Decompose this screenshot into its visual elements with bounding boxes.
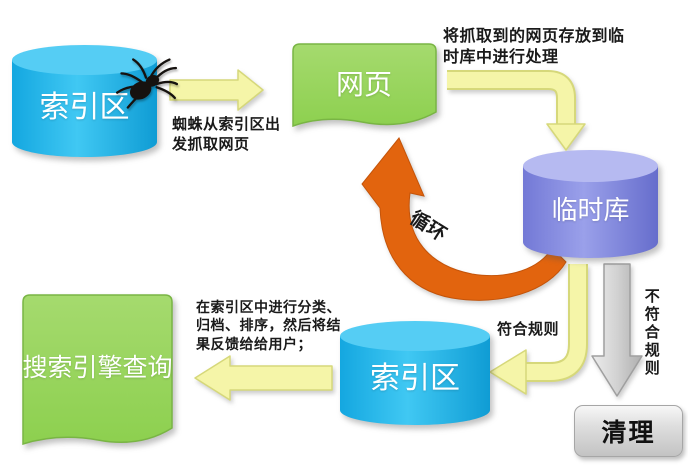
crawl-arrow — [169, 69, 264, 111]
match-rule-label: 符合规则 — [497, 321, 560, 338]
feedback-arrow — [194, 355, 333, 401]
nomatch-rule-label: 不符合规则 — [642, 288, 660, 378]
store-elbow-arrow — [447, 70, 586, 151]
webpage-shape — [292, 43, 437, 128]
spider-icon — [116, 58, 178, 109]
cleanup-label: 清理 — [601, 419, 656, 447]
crawl-caption: 蜘蛛从索引区出发抓取网页 — [172, 116, 281, 153]
temp-store-cylinder — [523, 150, 658, 258]
search-query-shape — [22, 294, 173, 446]
match-elbow-arrow — [489, 264, 588, 395]
index-top-cylinder — [12, 45, 157, 157]
cleanup-box: 清理 — [574, 405, 683, 457]
store-caption: 将抓取到的网页存放到临时库中进行处理 — [443, 28, 625, 67]
feedback-caption: 在索引区中进行分类、归档、排序，然后将结果反馈给给用户； — [196, 299, 341, 352]
loop-arrow — [361, 137, 567, 301]
index-bottom-cylinder — [340, 321, 490, 425]
nomatch-arrow — [591, 263, 643, 397]
